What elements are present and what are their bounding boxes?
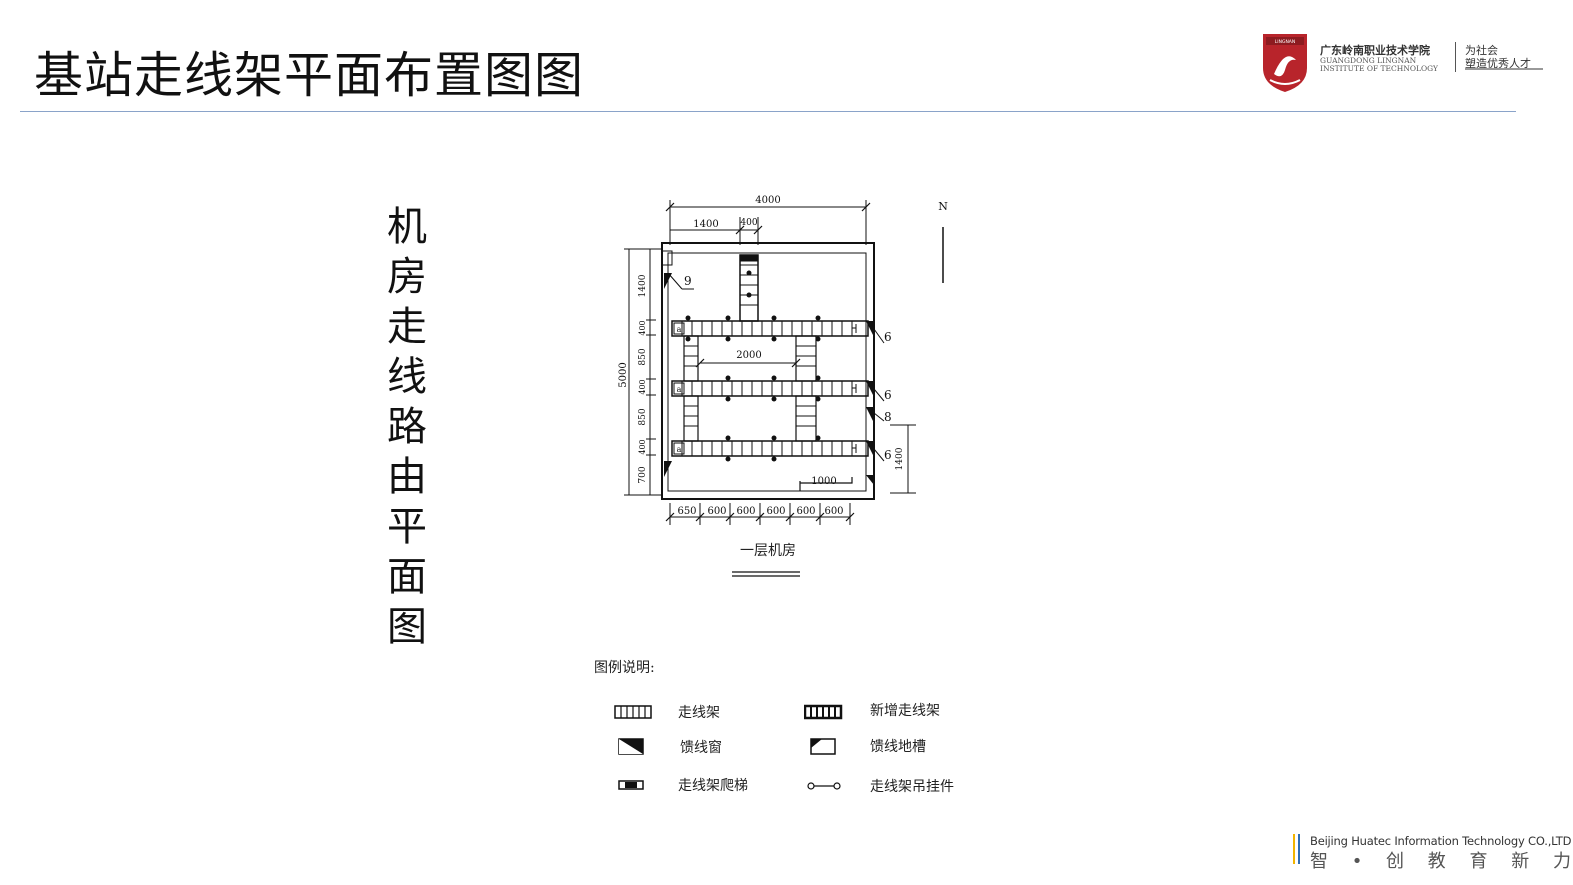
footer-slogan: 智 • 创 教 育 新 力 量 [1310, 851, 1573, 872]
institute-logo: LINGNAN 广东岭南职业技术学院 GUANGDONG LINGNAN INS… [1260, 30, 1550, 96]
vtitle-char: 平 [387, 504, 427, 550]
rack-hanger-legend-icon [807, 782, 841, 790]
rack-label: a [677, 445, 682, 454]
institute-name-en-2: INSTITUTE OF TECHNOLOGY [1320, 64, 1438, 73]
vtitle-char: 走 [387, 304, 427, 350]
footer-company: Beijing Huatec Information Technology CO… [1310, 834, 1572, 848]
legend-label: 馈线地槽 [870, 739, 926, 755]
callout-9: 9 [684, 274, 692, 288]
legend-label: 走线架吊挂件 [870, 779, 954, 795]
legend-label: 新增走线架 [870, 703, 940, 719]
dim-left-seg7: 700 [638, 466, 648, 483]
dim-left-seg5: 850 [638, 408, 648, 425]
dim-bottom: 650 600 600 600 600 600 [665, 503, 855, 525]
legend-label: 走线架 [678, 705, 720, 721]
vtitle-char: 图 [387, 604, 427, 650]
dim-left-seg1: 1400 [638, 274, 648, 297]
corner-box [661, 250, 673, 266]
room-caption: 一层机房 [740, 543, 796, 559]
motto-line-1: 为社会 [1465, 44, 1498, 57]
footer-brand-bars-icon [1293, 834, 1300, 864]
rack-label: a [677, 385, 682, 394]
institute-name-en-1: GUANGDONG LINGNAN [1320, 56, 1417, 65]
door-opening: 1000 [799, 476, 853, 491]
cable-rack-legend-icon [614, 705, 652, 719]
dim-top: 4000 1400 400 [665, 195, 871, 245]
feeder-window-legend-icon [618, 738, 644, 755]
dim-bottom-5: 600 [796, 506, 815, 517]
connector-ladders [683, 335, 817, 442]
title-divider [20, 111, 1516, 112]
dim-right: 1400 [890, 424, 916, 494]
dim-left-seg4: 400 [638, 379, 647, 394]
vtitle-char: 面 [387, 554, 427, 600]
dim-left-seg3: 850 [638, 348, 648, 365]
feeder-trench-legend-icon [810, 738, 836, 755]
motto-underline [1465, 68, 1543, 70]
logo-divider [1455, 42, 1456, 72]
north-arrow-icon: N [938, 200, 948, 283]
motto-line-2: 塑造优秀人才 [1465, 57, 1531, 70]
floor-plan-diagram: 4000 1400 400 5000 1400 400 850 400 850 … [618, 195, 948, 577]
cable-rack-row-2 [671, 380, 869, 397]
rack-label: a [677, 325, 682, 334]
rack-ladder-legend-icon [618, 780, 644, 790]
legend-label: 馈线窗 [680, 740, 722, 756]
institute-name-cn: 广东岭南职业技术学院 [1320, 44, 1430, 57]
rack-end-labels: a a a [673, 322, 857, 455]
compass-label: N [938, 200, 948, 213]
cable-rack-row-1 [671, 320, 869, 337]
dim-right-text: 1400 [895, 447, 905, 470]
vtitle-char: 机 [387, 204, 427, 250]
vertical-title: 机 房 走 线 路 由 平 面 图 [384, 202, 430, 652]
cable-rack-row-3 [671, 440, 869, 457]
dim-left: 5000 1400 400 850 400 850 400 700 [618, 248, 662, 496]
dim-bottom-4: 600 [766, 506, 785, 517]
legend-title: 图例说明: [594, 660, 655, 676]
vtitle-char: 路 [387, 404, 427, 450]
dim-bottom-2: 600 [707, 506, 726, 517]
dim-left-total: 5000 [618, 362, 629, 387]
rack-hangers [685, 270, 821, 462]
dim-bottom-6: 600 [824, 506, 843, 517]
dim-bottom-1: 650 [677, 506, 696, 517]
legend-label: 走线架爬梯 [678, 778, 748, 794]
dim-top-left: 1400 [693, 219, 718, 230]
callout-6c: 6 [884, 448, 892, 462]
emblem-text: LINGNAN [1275, 39, 1296, 45]
dim-left-seg6: 400 [638, 439, 647, 454]
dim-top-total: 4000 [755, 195, 780, 206]
callouts: 9 6 6 8 6 [667, 272, 892, 462]
dim-bottom-3: 600 [736, 506, 755, 517]
new-cable-rack-legend-icon [804, 704, 843, 720]
callout-8: 8 [884, 410, 892, 424]
vtitle-char: 由 [387, 454, 427, 500]
vertical-cable-ladder [739, 254, 759, 322]
callout-6a: 6 [884, 330, 892, 344]
shield-emblem-icon: LINGNAN [1263, 34, 1307, 92]
vtitle-char: 房 [387, 254, 427, 300]
dim-inner-text: 2000 [736, 350, 761, 361]
vtitle-char: 线 [387, 354, 427, 400]
dim-inner: 2000 [695, 350, 801, 368]
page-title: 基站走线架平面布置图图 [34, 47, 585, 104]
feeder-windows [664, 273, 874, 485]
dim-door-text: 1000 [811, 476, 836, 487]
dim-left-seg2: 400 [638, 320, 647, 335]
room-walls [661, 242, 875, 500]
callout-6b: 6 [884, 388, 892, 402]
dim-top-small: 400 [740, 218, 757, 228]
